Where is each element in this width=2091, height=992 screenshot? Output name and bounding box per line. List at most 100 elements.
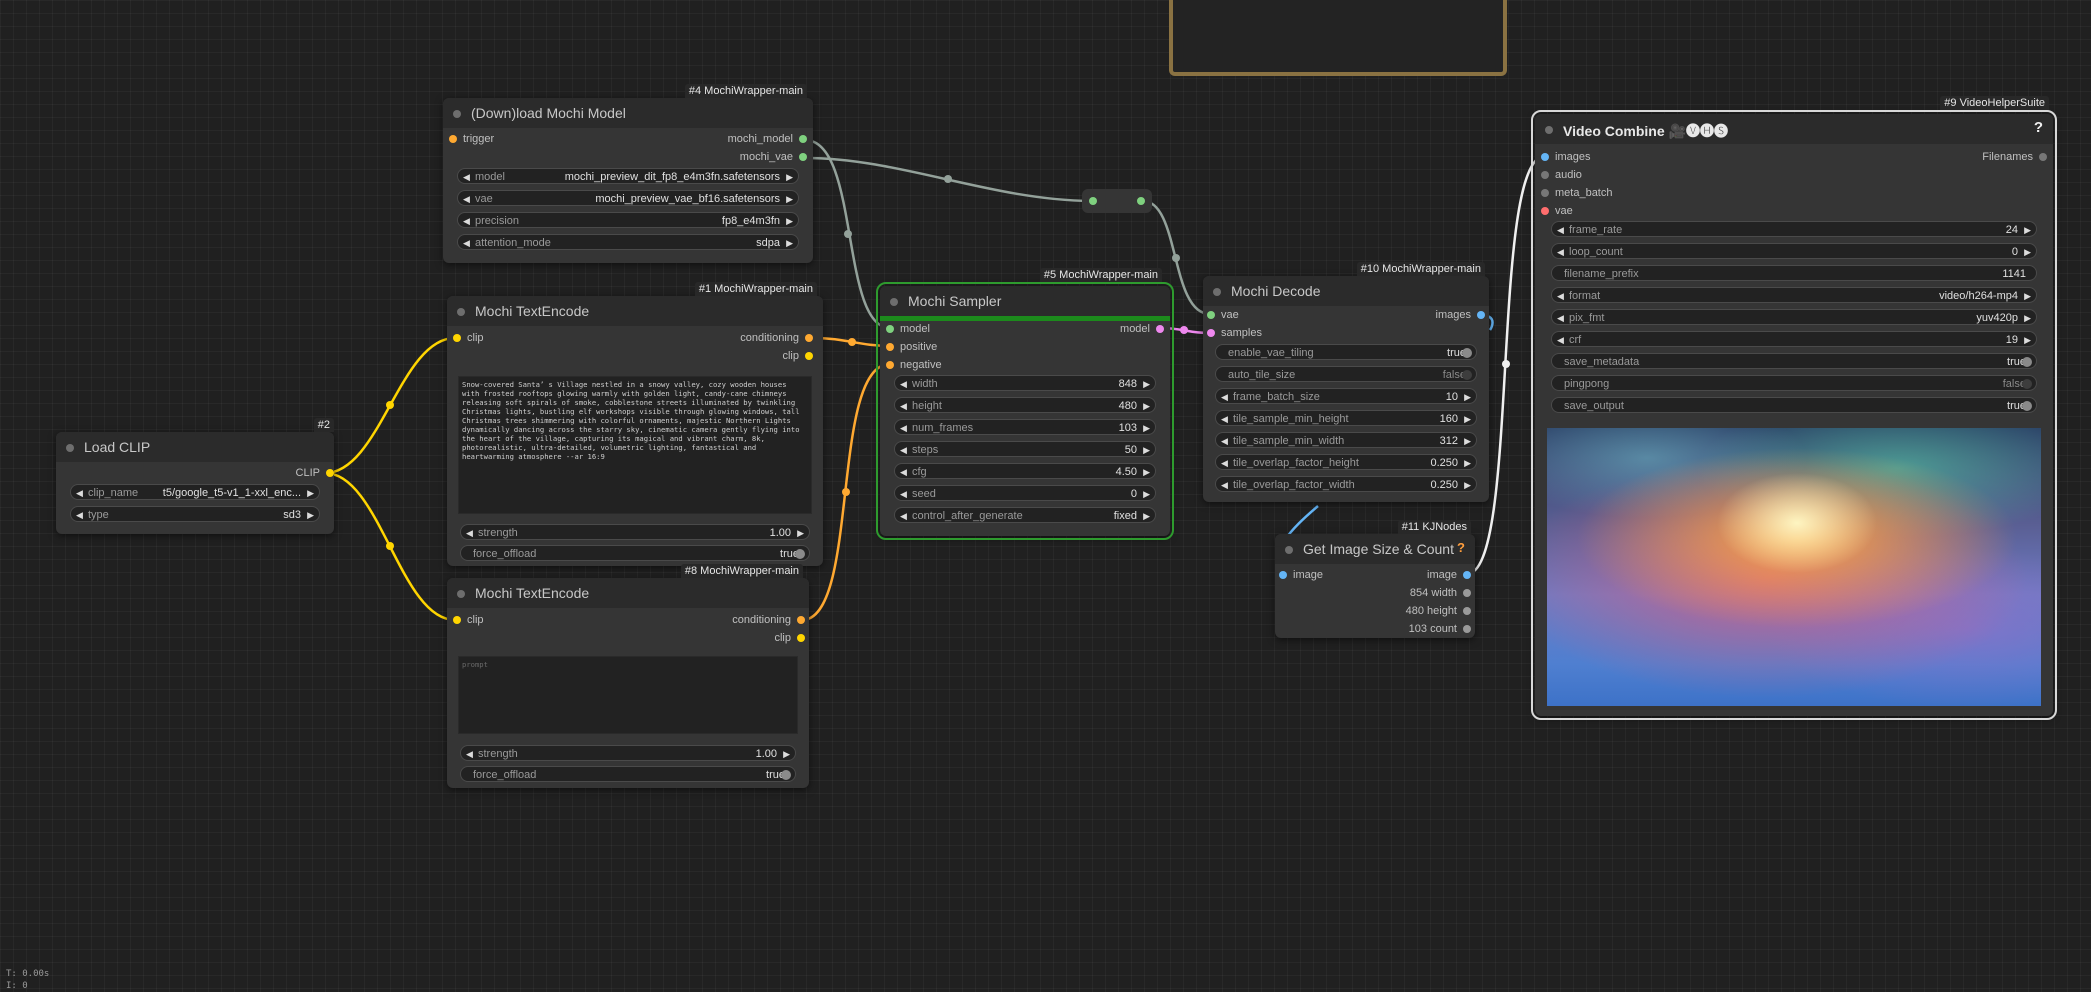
arrow-right-icon[interactable]: ▶ bbox=[1143, 401, 1150, 411]
widget-strength[interactable]: ◀ strength 1.00 ▶ bbox=[460, 524, 810, 540]
arrow-left-icon[interactable]: ◀ bbox=[1221, 436, 1228, 446]
arrow-right-icon[interactable]: ▶ bbox=[786, 238, 793, 248]
slot-dot[interactable] bbox=[2039, 153, 2047, 161]
help-icon[interactable]: ? bbox=[2033, 119, 2043, 136]
slot-dot[interactable] bbox=[1207, 311, 1215, 319]
slot-dot[interactable] bbox=[1541, 189, 1549, 197]
video-preview[interactable] bbox=[1547, 428, 2041, 706]
arrow-left-icon[interactable]: ◀ bbox=[1557, 225, 1564, 235]
arrow-left-icon[interactable]: ◀ bbox=[76, 510, 83, 520]
arrow-left-icon[interactable]: ◀ bbox=[1221, 392, 1228, 402]
arrow-right-icon[interactable]: ▶ bbox=[786, 216, 793, 226]
arrow-left-icon[interactable]: ◀ bbox=[900, 489, 907, 499]
slot-dot[interactable] bbox=[453, 616, 461, 624]
arrow-right-icon[interactable]: ▶ bbox=[2024, 291, 2031, 301]
prompt-textarea[interactable]: Snow-covered Santa’ s Village nestled in… bbox=[458, 376, 812, 514]
slot-dot[interactable] bbox=[1279, 571, 1287, 579]
toggle-knob[interactable] bbox=[2022, 357, 2032, 367]
toggle-knob[interactable] bbox=[1462, 348, 1472, 358]
widget-frame-batch-size[interactable]: ◀ frame_batch_size 10 ▶ bbox=[1215, 388, 1477, 404]
slot-dot[interactable] bbox=[799, 135, 807, 143]
arrow-right-icon[interactable]: ▶ bbox=[797, 528, 804, 538]
collapse-dot[interactable] bbox=[453, 110, 461, 118]
input-clip[interactable]: clip bbox=[453, 613, 484, 627]
arrow-left-icon[interactable]: ◀ bbox=[1557, 291, 1564, 301]
widget-strength[interactable]: ◀ strength 1.00 ▶ bbox=[460, 745, 796, 761]
collapse-dot[interactable] bbox=[1545, 126, 1553, 134]
widget-vae[interactable]: ◀ vae mochi_preview_vae_bf16.safetensors… bbox=[457, 190, 799, 206]
input-positive[interactable]: positive bbox=[886, 340, 937, 354]
node-video-combine[interactable]: #9 VideoHelperSuite Video Combine 🎥🅥🅗🅢 ?… bbox=[1531, 96, 2057, 720]
collapse-dot[interactable] bbox=[66, 444, 74, 452]
slot-dot[interactable] bbox=[1477, 311, 1485, 319]
arrow-left-icon[interactable]: ◀ bbox=[900, 401, 907, 411]
node-download-mochi-model[interactable]: #4 MochiWrapper-main (Down)load Mochi Mo… bbox=[443, 84, 813, 263]
slot-dot[interactable] bbox=[799, 153, 807, 161]
node-get-image-size[interactable]: #11 KJNodes Get Image Size & Count ? ima… bbox=[1275, 520, 1475, 638]
arrow-right-icon[interactable]: ▶ bbox=[1143, 511, 1150, 521]
input-samples[interactable]: samples bbox=[1207, 326, 1262, 340]
widget-cfg[interactable]: ◀ cfg 4.50 ▶ bbox=[894, 463, 1156, 479]
arrow-left-icon[interactable]: ◀ bbox=[900, 379, 907, 389]
arrow-right-icon[interactable]: ▶ bbox=[1143, 467, 1150, 477]
widget-format[interactable]: ◀ format video/h264-mp4 ▶ bbox=[1551, 287, 2037, 303]
node-title-bar[interactable]: Mochi TextEncode bbox=[447, 296, 823, 326]
collapse-dot[interactable] bbox=[1213, 288, 1221, 296]
node-title-bar[interactable]: Load CLIP bbox=[56, 432, 334, 462]
widget-control-after-generate[interactable]: ◀ control_after_generate fixed ▶ bbox=[894, 507, 1156, 523]
widget-pix-fmt[interactable]: ◀ pix_fmt yuv420p ▶ bbox=[1551, 309, 2037, 325]
input-image[interactable]: image bbox=[1279, 568, 1323, 582]
arrow-right-icon[interactable]: ▶ bbox=[1464, 436, 1471, 446]
arrow-right-icon[interactable]: ▶ bbox=[1143, 445, 1150, 455]
arrow-left-icon[interactable]: ◀ bbox=[900, 467, 907, 477]
widget-force-offload[interactable]: force_offload true bbox=[460, 545, 810, 561]
output-images[interactable]: images bbox=[1436, 308, 1485, 322]
arrow-left-icon[interactable]: ◀ bbox=[463, 238, 470, 248]
arrow-right-icon[interactable]: ▶ bbox=[2024, 225, 2031, 235]
arrow-left-icon[interactable]: ◀ bbox=[1221, 458, 1228, 468]
output-height[interactable]: 480 height bbox=[1406, 604, 1471, 618]
slot-dot[interactable] bbox=[886, 325, 894, 333]
arrow-left-icon[interactable]: ◀ bbox=[1557, 335, 1564, 345]
arrow-left-icon[interactable]: ◀ bbox=[1221, 480, 1228, 490]
arrow-left-icon[interactable]: ◀ bbox=[900, 445, 907, 455]
output-conditioning[interactable]: conditioning bbox=[740, 331, 813, 345]
reroute-input-dot[interactable] bbox=[1089, 197, 1097, 205]
arrow-left-icon[interactable]: ◀ bbox=[900, 423, 907, 433]
input-vae[interactable]: vae bbox=[1207, 308, 1239, 322]
input-vae[interactable]: vae bbox=[1541, 204, 1573, 218]
output-conditioning[interactable]: conditioning bbox=[732, 613, 805, 627]
slot-dot[interactable] bbox=[1463, 607, 1471, 615]
slot-dot[interactable] bbox=[1156, 325, 1164, 333]
slot-dot[interactable] bbox=[797, 616, 805, 624]
node-mochi-decode[interactable]: #10 MochiWrapper-main Mochi Decode vae s… bbox=[1203, 262, 1489, 502]
widget-crf[interactable]: ◀ crf 19 ▶ bbox=[1551, 331, 2037, 347]
arrow-right-icon[interactable]: ▶ bbox=[786, 194, 793, 204]
slot-dot[interactable] bbox=[1541, 153, 1549, 161]
widget-frame-rate[interactable]: ◀ frame_rate 24 ▶ bbox=[1551, 221, 2037, 237]
output-mochi-vae[interactable]: mochi_vae bbox=[740, 150, 807, 164]
collapse-dot[interactable] bbox=[457, 308, 465, 316]
arrow-right-icon[interactable]: ▶ bbox=[2024, 313, 2031, 323]
arrow-right-icon[interactable]: ▶ bbox=[307, 510, 314, 520]
widget-tile-overlap-factor-width[interactable]: ◀ tile_overlap_factor_width 0.250 ▶ bbox=[1215, 476, 1477, 492]
widget-enable-vae-tiling[interactable]: enable_vae_tiling true bbox=[1215, 344, 1477, 360]
widget-force-offload[interactable]: force_offload true bbox=[460, 766, 796, 782]
widget-save-output[interactable]: save_output true bbox=[1551, 397, 2037, 413]
widget-auto-tile-size[interactable]: auto_tile_size false bbox=[1215, 366, 1477, 382]
slot-dot[interactable] bbox=[326, 469, 334, 477]
widget-height[interactable]: ◀ height 480 ▶ bbox=[894, 397, 1156, 413]
widget-type[interactable]: ◀ type sd3 ▶ bbox=[70, 506, 320, 522]
arrow-right-icon[interactable]: ▶ bbox=[1464, 458, 1471, 468]
node-title-bar[interactable]: (Down)load Mochi Model bbox=[443, 98, 813, 128]
group-frame[interactable] bbox=[1169, 0, 1507, 76]
prompt-textarea[interactable]: prompt bbox=[458, 656, 798, 734]
slot-dot[interactable] bbox=[797, 634, 805, 642]
arrow-right-icon[interactable]: ▶ bbox=[1464, 414, 1471, 424]
reroute-node[interactable] bbox=[1082, 189, 1152, 213]
input-audio[interactable]: audio bbox=[1541, 168, 1582, 182]
arrow-right-icon[interactable]: ▶ bbox=[1464, 480, 1471, 490]
widget-tile-sample-min-height[interactable]: ◀ tile_sample_min_height 160 ▶ bbox=[1215, 410, 1477, 426]
slot-dot[interactable] bbox=[805, 334, 813, 342]
arrow-right-icon[interactable]: ▶ bbox=[1143, 379, 1150, 389]
